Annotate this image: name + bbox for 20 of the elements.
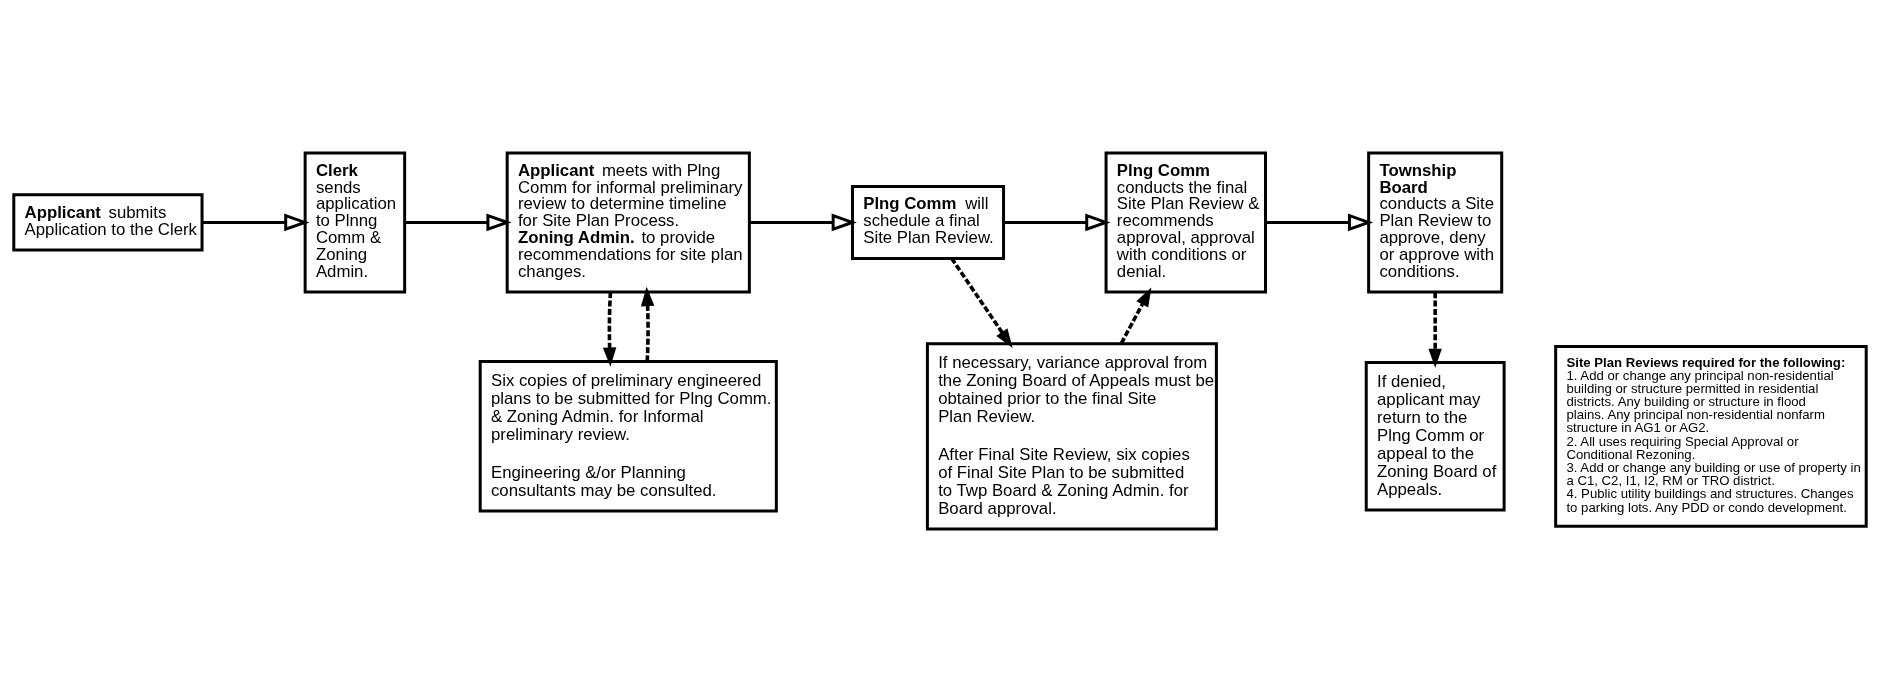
node-box: Site Plan Reviews required for the following: 1. Add or change any principal non-residential building or structure permitted in residential districts. Any building or structure in flood plains. Any principal non-residential nonfarm structure in AG1 or AG2. 2. All uses requiring Special Approval or Conditional Rezoning. 3. Add or change any building or use of property in a C1, C2, I1, I2, RM or TRO district. 4. Public utility buildings and structures. Changes to parking lots. Any PDD or condo development. bbox=[1553, 344, 1868, 528]
arrow bbox=[748, 213, 857, 231]
node-box: If necessary, variance approval from the Zoning Board of Appeals must be obtained prior to the final Site Plan Review. After Final Site Review, six copies of Final Site Plan to be submitted to Twp Board & Zoning Admin. for Board approval. bbox=[925, 341, 1218, 530]
node-box: Clerk sends application to Plnng Comm & Zoning Admin. bbox=[303, 150, 406, 293]
arrow bbox=[949, 257, 1013, 348]
arrow bbox=[1427, 291, 1442, 368]
arrow bbox=[1265, 213, 1373, 231]
arrow bbox=[1003, 213, 1110, 231]
arrow bbox=[640, 286, 654, 361]
node-box: Six copies of preliminary engineered plans to be submitted for Plng Comm. & Zoning Admin. for Informal preliminary review. Engineering &/or Planning consultants may be consulted. bbox=[478, 359, 778, 512]
arrow bbox=[404, 213, 512, 231]
node-box: Plng Comm conducts the final Site Plan Review & recommends approval, approval with conditions or denial. bbox=[1104, 150, 1267, 293]
node-box: Township Board conducts a Site Plan Review to approve, deny or approve with conditions. bbox=[1366, 150, 1503, 293]
node-box: If denied, applicant may return to the Plng Comm or appeal to the Zoning Board of Appeals. bbox=[1364, 360, 1506, 512]
arrow bbox=[1119, 287, 1151, 344]
node-box: Plng Comm will schedule a final Site Plan Review. bbox=[850, 184, 1005, 260]
arrow bbox=[201, 213, 309, 231]
node-box: Applicant meets with Plng Comm for informal preliminary review to determine timeline for Site Plan Process. Zoning Admin. to provide recommendations for site plan changes. bbox=[505, 150, 751, 293]
node-box: Applicant submits Application to the Clerk bbox=[11, 192, 204, 251]
arrow bbox=[602, 291, 616, 367]
